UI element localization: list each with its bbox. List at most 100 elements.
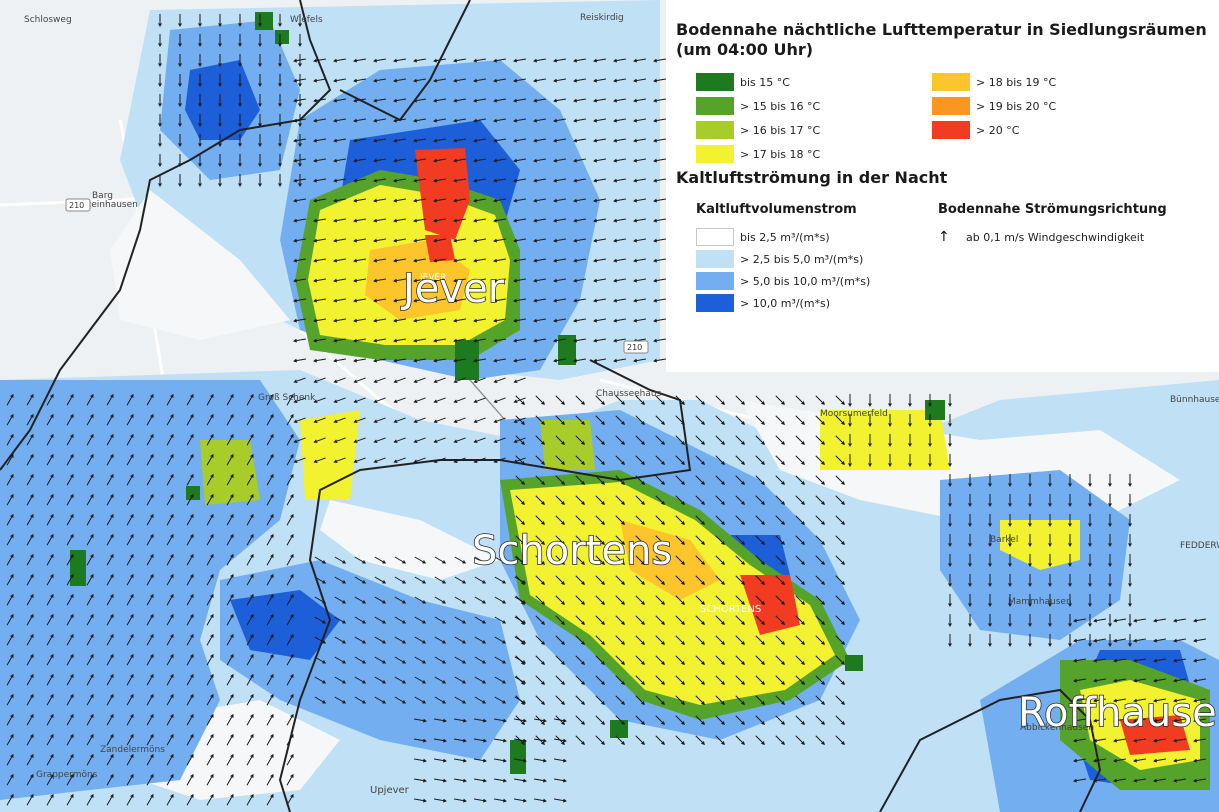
flow-arrow <box>553 318 566 323</box>
flow-arrow <box>413 218 426 223</box>
flow-arrow <box>835 615 845 625</box>
flow-arrow <box>333 318 346 323</box>
flow-arrow <box>815 475 825 485</box>
flow-arrow <box>246 413 254 426</box>
flow-arrow <box>286 553 294 566</box>
flow-arrow <box>473 78 486 83</box>
flow-arrow <box>166 433 174 446</box>
flow-arrow <box>394 656 407 664</box>
flow-arrow <box>26 793 34 806</box>
flow-arrow <box>218 134 222 148</box>
flow-arrow <box>86 513 94 526</box>
flow-arrow <box>393 278 406 283</box>
flow-arrow <box>433 138 446 143</box>
flow-arrow <box>1193 678 1206 683</box>
flow-arrow <box>146 613 154 626</box>
road-number-badge: 210 <box>623 340 649 354</box>
flow-arrow <box>86 553 94 566</box>
flow-arrow <box>755 535 765 545</box>
flow-arrow <box>513 358 526 363</box>
flow-arrow <box>815 715 825 725</box>
flow-arrow <box>206 473 214 486</box>
flow-arrow <box>186 613 194 626</box>
flow-arrow <box>815 495 825 505</box>
flow-arrow <box>226 633 234 646</box>
flow-arrow <box>354 556 367 564</box>
flow-arrow <box>66 633 74 646</box>
flow-arrow <box>835 695 845 705</box>
flow-arrow <box>653 358 666 363</box>
flow-arrow <box>948 434 952 448</box>
flow-arrow <box>775 415 785 425</box>
flow-arrow <box>593 278 606 283</box>
flow-arrow <box>575 595 585 605</box>
flow-arrow <box>206 673 214 686</box>
flow-arrow <box>815 415 825 425</box>
flow-arrow <box>126 613 134 626</box>
swatch-temp-5 <box>932 73 970 91</box>
flow-arrow <box>515 575 525 585</box>
flow-arrow <box>246 613 254 626</box>
flow-arrow <box>433 338 446 343</box>
flow-arrow <box>314 596 327 604</box>
flow-arrow <box>414 616 427 624</box>
flow-arrow <box>1048 614 1052 628</box>
flow-arrow <box>66 593 74 606</box>
flow-arrow <box>6 793 14 806</box>
flow-arrow <box>453 78 466 83</box>
flow-arrow <box>66 473 74 486</box>
road-number-badge: 210 <box>65 198 91 212</box>
flow-arrow <box>1008 554 1012 568</box>
flow-arrow <box>86 593 94 606</box>
volume-class-3: > 5,0 bis 10,0 m³/(m*s) <box>696 270 1219 292</box>
flow-arrow <box>553 198 566 203</box>
flow-arrow <box>494 798 507 803</box>
flow-arrow <box>1108 634 1112 648</box>
flow-arrow <box>535 455 545 465</box>
flow-arrow <box>226 793 234 806</box>
flow-arrow <box>554 738 567 743</box>
flow-arrow <box>454 778 467 783</box>
flow-arrow <box>353 278 366 283</box>
flow-arrow <box>333 338 346 343</box>
flow-arrow <box>26 553 34 566</box>
flow-arrow <box>286 673 294 686</box>
flow-arrow <box>313 298 326 303</box>
flow-arrow <box>314 636 327 644</box>
flow-arrow <box>613 178 626 183</box>
flow-arrow <box>334 656 347 664</box>
flow-arrow <box>66 613 74 626</box>
flow-arrow <box>653 138 666 143</box>
flow-arrow <box>1073 758 1086 763</box>
flow-arrow <box>293 218 306 223</box>
flow-arrow <box>948 514 952 528</box>
flow-arrow <box>313 437 326 443</box>
flow-arrow <box>755 635 765 645</box>
flow-arrow <box>555 675 565 685</box>
flow-arrow <box>266 513 274 526</box>
flow-arrow <box>473 198 486 203</box>
flow-arrow <box>1088 514 1092 528</box>
flow-arrow <box>615 695 625 705</box>
flow-arrow <box>474 718 487 723</box>
flow-arrow <box>6 633 14 646</box>
flow-arrow <box>186 733 194 746</box>
flow-arrow <box>695 475 705 485</box>
flow-arrow <box>286 793 294 806</box>
flow-arrow <box>848 454 852 468</box>
flow-arrow <box>454 696 467 704</box>
flow-arrow <box>126 673 134 686</box>
flow-arrow <box>26 473 34 486</box>
flow-arrow <box>473 358 486 363</box>
flow-arrow <box>655 695 665 705</box>
flow-arrow <box>1173 778 1186 783</box>
flow-arrow <box>106 593 114 606</box>
flow-arrow <box>615 655 625 665</box>
flow-arrow <box>454 556 467 564</box>
flow-arrow <box>6 573 14 586</box>
flow-arrow <box>186 533 194 546</box>
flow-arrow <box>655 715 665 725</box>
flow-arrow <box>775 515 785 525</box>
flow-arrow <box>413 437 426 443</box>
